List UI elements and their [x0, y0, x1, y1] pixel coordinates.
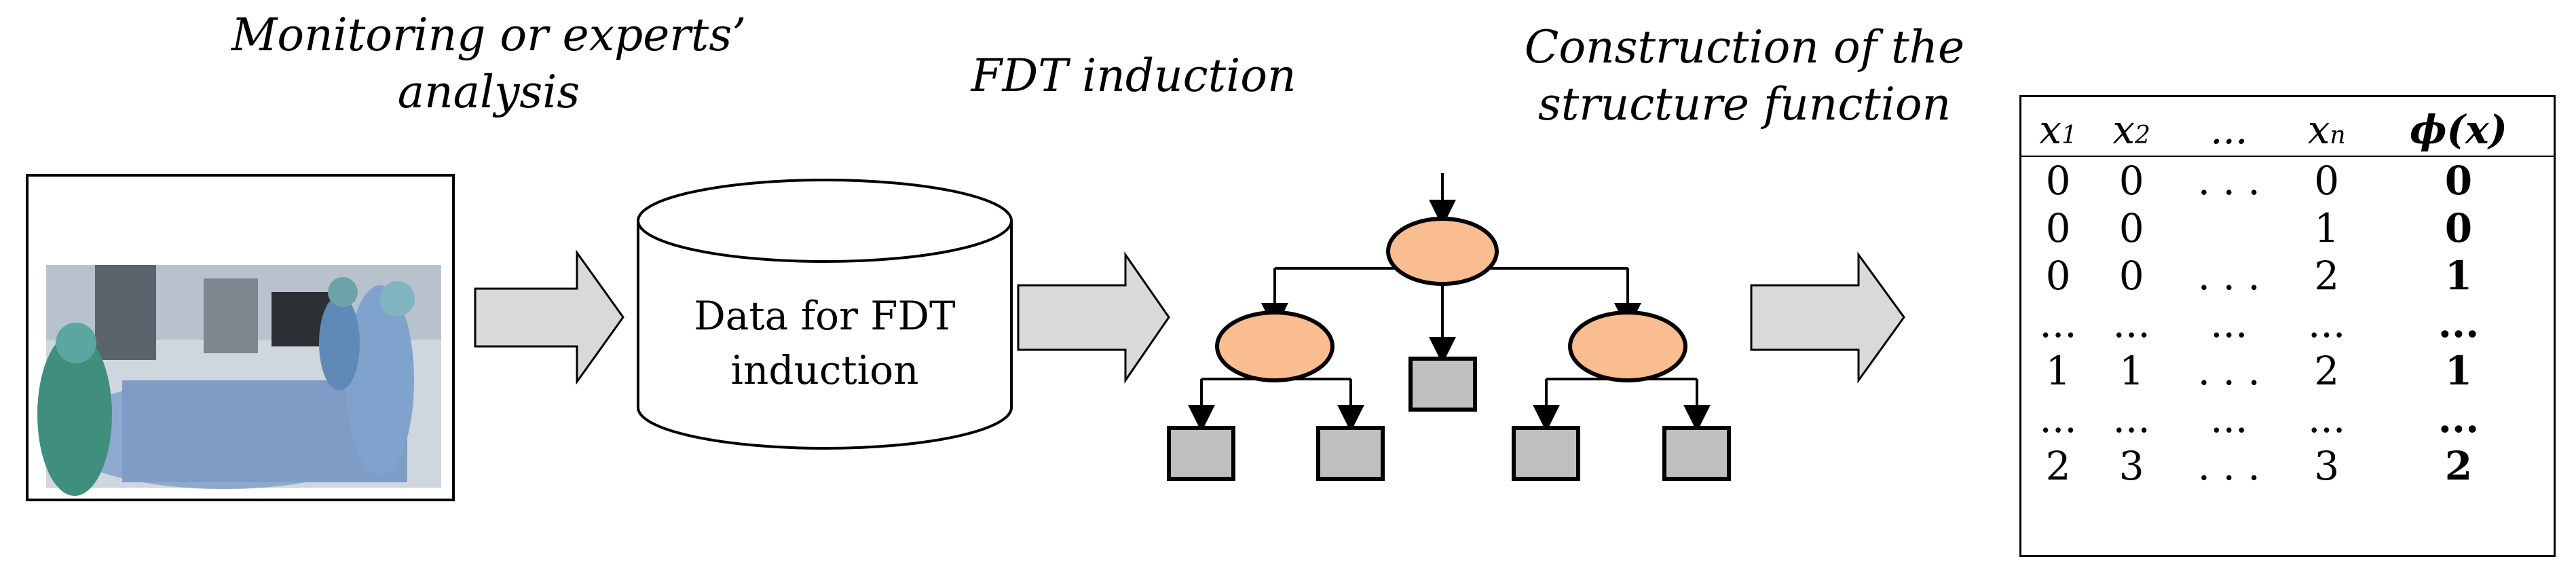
table-cell: . . . — [2197, 443, 2260, 489]
table-row: 0 0 . . . 2 1 — [2021, 252, 2554, 300]
table-cell-phi: 1 — [2444, 253, 2473, 299]
table-cell-phi: ... — [2438, 395, 2480, 442]
table-row: ............... — [2021, 300, 2554, 347]
flow-arrow-1 — [474, 249, 624, 385]
monitoring-caption-line1: Monitoring or experts’ — [231, 9, 747, 61]
tree-nodes — [1167, 217, 1731, 481]
table-cell: 3 — [2314, 443, 2340, 489]
table-cell: 2 — [2314, 253, 2340, 299]
flow-arrow-3 — [1750, 251, 1905, 384]
table-cell: 0 — [2314, 158, 2340, 204]
monitoring-caption: Monitoring or experts’ analysis — [217, 7, 760, 121]
table-cell: 0 — [2045, 205, 2071, 251]
construction-caption-line1: Construction of the — [1524, 21, 1965, 73]
table-cell: . . . — [2197, 158, 2260, 204]
flow-arrow-2 — [1017, 251, 1170, 384]
table-cell: ... — [2307, 395, 2346, 442]
table-cell-phi: 0 — [2444, 205, 2473, 251]
table-cell: . . . — [2197, 348, 2260, 394]
table-cell: 0 — [2045, 158, 2071, 204]
header-ellipsis: ... — [2168, 104, 2290, 157]
tree-right-node — [1568, 310, 1687, 382]
table-cell: 0 — [2118, 205, 2144, 251]
tree-leaf — [1512, 426, 1580, 481]
header-x2: x2 — [2095, 104, 2169, 157]
monitoring-caption-line2: analysis — [397, 66, 580, 118]
table-cell: ... — [2210, 395, 2248, 442]
table-cell: 0 — [2045, 253, 2071, 299]
table-row: 2 3 . . . 3 2 — [2021, 442, 2554, 490]
table-row: 1 1 . . . 2 1 — [2021, 347, 2554, 395]
table-row: 0 0 1 0 — [2021, 204, 2554, 252]
table-header-row: x1 x2 ... xn ϕ(x) — [2021, 104, 2554, 157]
table-cell: ... — [2112, 395, 2150, 442]
database-label-line1: Data for FDT — [694, 293, 956, 339]
table-row: ............... — [2021, 395, 2554, 442]
fdt-caption: FDT induction — [971, 50, 1296, 102]
tree-root-node — [1386, 217, 1499, 286]
table-cell: 1 — [2045, 348, 2071, 394]
tree-leaf — [1316, 426, 1385, 481]
table-cell: 0 — [2118, 253, 2144, 299]
header-x1: x1 — [2021, 104, 2095, 157]
table-cell: ... — [2112, 300, 2150, 346]
tree-leaf — [1408, 357, 1477, 412]
table-row: 0 0 . . . 0 0 — [2021, 156, 2554, 204]
table-cell: 1 — [2314, 205, 2340, 251]
table-cell — [2168, 204, 2290, 252]
table-cell: 3 — [2118, 443, 2144, 489]
operating-room-photo — [26, 174, 455, 501]
table-cell: 1 — [2118, 348, 2144, 394]
tree-leaf — [1167, 426, 1235, 481]
table-cell: ... — [2039, 395, 2077, 442]
database-label: Data for FDT induction — [635, 289, 1015, 397]
table-cell: . . . — [2197, 253, 2260, 299]
table-cell-phi: ... — [2438, 300, 2480, 346]
header-phi: ϕ(x) — [2363, 104, 2554, 157]
table-cell: 2 — [2045, 443, 2071, 489]
table-cell-phi: 2 — [2444, 443, 2473, 489]
table-cell: ... — [2307, 300, 2346, 346]
table-cell: 0 — [2118, 158, 2144, 204]
tree-leaf — [1662, 426, 1731, 481]
construction-caption: Construction of the structure function — [1480, 19, 2009, 133]
table-cell: ... — [2039, 300, 2077, 346]
database-cylinder — [637, 179, 1013, 450]
header-xn: xn — [2290, 104, 2364, 157]
construction-caption-line2: structure function — [1537, 78, 1952, 130]
tree-left-node — [1215, 310, 1334, 382]
table-cell: ... — [2210, 300, 2248, 346]
database-label-line2: induction — [730, 347, 919, 393]
table-cell-phi: 1 — [2444, 348, 2473, 394]
table-cell-phi: 0 — [2444, 158, 2473, 204]
table-cell: 2 — [2314, 348, 2340, 394]
